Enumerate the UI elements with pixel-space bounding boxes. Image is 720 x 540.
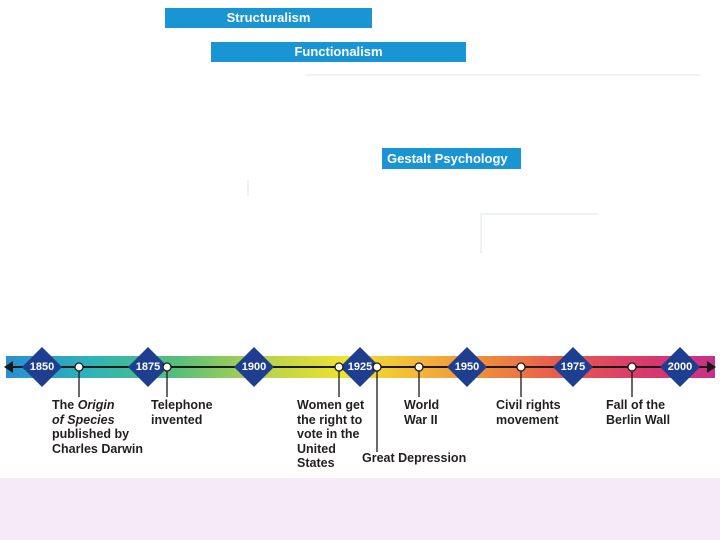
event-dot-women-vote xyxy=(334,362,344,372)
right-arrow-icon xyxy=(707,361,716,373)
event-civil-rights: Civil rights movement xyxy=(496,398,561,427)
year-label-2000: 2000 xyxy=(667,361,693,373)
year-label-1850: 1850 xyxy=(29,361,55,373)
year-marker-1900 xyxy=(234,347,274,387)
event-origin-of-species: The Origin of Species published by Charl… xyxy=(52,398,144,456)
event-berlin-wall: Fall of the Berlin Wall xyxy=(606,398,671,427)
faint-guide-line xyxy=(480,213,598,215)
functionalism-bar: Functionalism xyxy=(211,42,466,62)
year-marker-1875 xyxy=(128,347,168,387)
gestalt-psychology-bar: Gestalt Psychology xyxy=(382,148,521,169)
event-dot-origin-of-species xyxy=(74,362,84,372)
year-marker-2000 xyxy=(660,347,700,387)
event-world-war-ii: World War II xyxy=(404,398,440,427)
faint-guide-line xyxy=(480,213,482,253)
event-dot-great-depression xyxy=(372,362,382,372)
year-label-1900: 1900 xyxy=(241,361,267,373)
event-dot-berlin-wall xyxy=(627,362,637,372)
year-marker-1850 xyxy=(22,347,62,387)
year-marker-1950 xyxy=(447,347,487,387)
event-dot-world-war-ii xyxy=(414,362,424,372)
year-label-1925: 1925 xyxy=(347,361,373,373)
faint-guide-line xyxy=(305,74,700,76)
year-label-1875: 1875 xyxy=(135,361,161,373)
year-marker-1975 xyxy=(553,347,593,387)
event-telephone: Telephone invented xyxy=(151,398,213,427)
event-dot-telephone xyxy=(162,362,172,372)
event-women-vote: Women get the right to vote in the Unite… xyxy=(297,398,365,470)
structuralism-bar: Structuralism xyxy=(165,8,372,28)
left-arrow-icon xyxy=(4,361,13,373)
event-dot-civil-rights xyxy=(516,362,526,372)
faint-guide-line xyxy=(247,180,249,196)
year-label-1975: 1975 xyxy=(560,361,586,373)
event-great-depression: Great Depression xyxy=(362,451,467,465)
year-label-1950: 1950 xyxy=(454,361,480,373)
bottom-panel xyxy=(0,478,720,540)
year-marker-1925 xyxy=(340,347,380,387)
